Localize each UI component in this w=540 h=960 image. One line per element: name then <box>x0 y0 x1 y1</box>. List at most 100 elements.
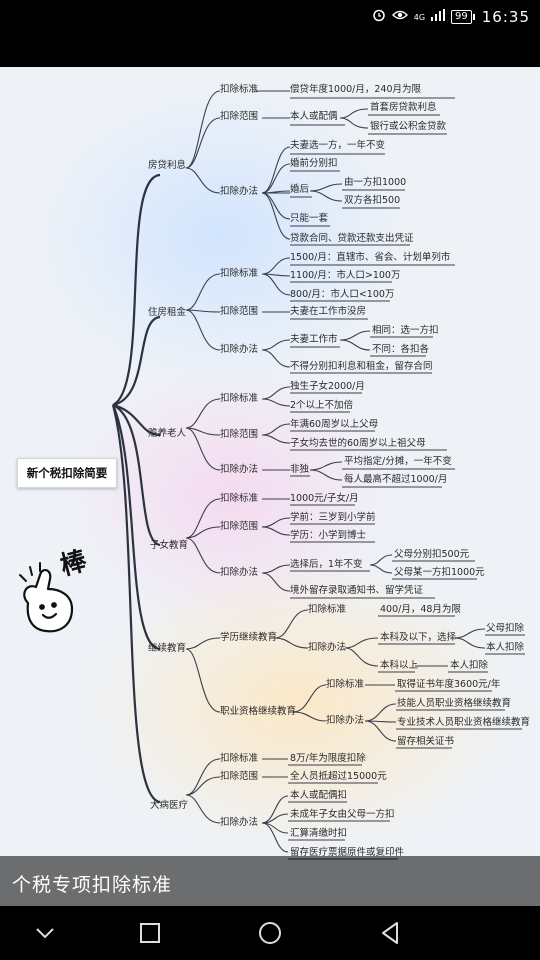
children-m2: 境外留存录取通知书、留学凭证 <box>290 585 424 596</box>
label-method: 扣除办法 <box>220 567 259 578</box>
label-std: 扣除标准 <box>220 268 259 279</box>
video-caption: 个税专项扣除标准 <box>0 856 540 906</box>
back-button[interactable] <box>378 921 402 945</box>
label-method: 扣除办法 <box>220 464 259 475</box>
cont-p-m3: 留存相关证书 <box>397 736 455 747</box>
mindmap-lines <box>30 87 525 860</box>
status-icons: 4G 99 16:35 <box>372 8 530 26</box>
children-m1: 选择后，1年不变 <box>290 559 363 570</box>
circle-icon <box>259 922 281 944</box>
cont-e-std: 400/月，48月为限 <box>380 604 461 615</box>
label-prof-cont: 职业资格继续教育 <box>220 706 297 717</box>
label-scope: 扣除范围 <box>220 771 259 782</box>
branch-medical: 大病医疗 <box>150 800 189 811</box>
rent-m1: 夫妻工作市 <box>290 334 338 345</box>
housing-m2: 婚前分别扣 <box>290 158 338 169</box>
thumbs-up-sticker: 棒 <box>10 545 105 655</box>
cont-p-std: 取得证书年度3600元/年 <box>397 679 501 690</box>
dropdown-button[interactable] <box>33 921 57 945</box>
alarm-icon <box>372 8 386 26</box>
housing-m4: 只能一套 <box>290 213 329 224</box>
thumbs-up-icon <box>19 562 74 633</box>
children-m1a: 父母分别扣500元 <box>394 549 470 560</box>
rent-scope: 夫妻在工作市没房 <box>290 306 367 317</box>
rent-s1: 1500/月：直辖市、省会、计划单列市 <box>290 252 451 263</box>
housing-m3a: 由一方扣1000 <box>344 177 407 188</box>
label-method: 扣除办法 <box>326 715 365 726</box>
home-button[interactable] <box>258 921 282 945</box>
status-bar: 4G 99 16:35 <box>0 0 540 38</box>
rent-m1b: 不同：各扣各 <box>372 344 430 355</box>
elderly-sc2: 子女均去世的60周岁以上祖父母 <box>290 438 426 449</box>
caption-text: 个税专项扣除标准 <box>12 874 173 896</box>
branch-elderly: 赡养老人 <box>148 428 187 439</box>
elderly-m1b: 每人最高不超过1000/月 <box>344 474 448 485</box>
medical-std: 8万/年为限度扣除 <box>290 753 366 764</box>
cont-p-m1: 技能人员职业资格继续教育 <box>397 698 512 709</box>
medical-m2: 未成年子女由父母一方扣 <box>290 809 395 820</box>
label-scope: 扣除范围 <box>220 429 259 440</box>
branch-housing-loan: 房贷利息 <box>148 160 187 171</box>
chevron-down-icon <box>36 928 54 939</box>
housing-std: 偿贷年度1000/月，240月为限 <box>290 84 422 95</box>
branch-continuing: 继续教育 <box>148 643 187 654</box>
branch-rent: 住房租金 <box>148 307 187 318</box>
label-std: 扣除标准 <box>220 493 259 504</box>
housing-scope-1: 首套房贷款利息 <box>370 102 437 113</box>
rent-s2: 1100/月：市人口>100万 <box>290 270 401 281</box>
navigation-bar <box>0 906 540 960</box>
label-std: 扣除标准 <box>308 604 347 615</box>
rent-s3: 800/月：市人口<100万 <box>290 289 395 300</box>
label-std: 扣除标准 <box>220 753 259 764</box>
mindmap-root: 新个税扣除简要 <box>17 458 117 488</box>
rent-m2: 不得分别扣利息和租金，留存合同 <box>290 361 433 372</box>
cont-e-m2: 本科以上 <box>380 660 419 671</box>
children-m1b: 父母某一方扣1000元 <box>394 567 485 578</box>
label-scope: 扣除范围 <box>220 521 259 532</box>
medical-scope: 全人员抵超过15000元 <box>290 771 387 782</box>
label-std: 扣除标准 <box>220 84 259 95</box>
elderly-s2: 2个以上不加倍 <box>290 400 354 411</box>
children-sc2: 学历：小学到博士 <box>290 530 367 541</box>
housing-m1: 夫妻选一方，一年不变 <box>290 140 386 151</box>
label-std: 扣除标准 <box>220 393 259 404</box>
cont-p-m2: 专业技术人员职业资格继续教育 <box>397 717 531 728</box>
back-triangle-icon <box>382 922 398 944</box>
recents-button[interactable] <box>138 921 162 945</box>
housing-scope: 本人或配偶 <box>290 111 338 122</box>
children-std: 1000元/子女/月 <box>290 493 359 504</box>
square-icon <box>140 923 160 943</box>
label-method: 扣除办法 <box>220 186 259 197</box>
label-edu-cont: 学历继续教育 <box>220 632 278 643</box>
clock: 16:35 <box>481 8 530 26</box>
housing-m3b: 双方各扣500 <box>344 195 401 206</box>
network-type: 4G <box>413 12 426 22</box>
medical-m4: 留存医疗票据原件或复印件 <box>290 847 405 858</box>
label-method: 扣除办法 <box>308 642 347 653</box>
elderly-m1a: 平均指定/分摊，一年不变 <box>344 456 452 467</box>
signal-icon <box>431 9 446 25</box>
label-scope: 扣除范围 <box>220 306 259 317</box>
housing-m5: 贷款合同、贷款还款支出凭证 <box>290 233 414 244</box>
cont-e-m2a: 本人扣除 <box>450 660 489 671</box>
medical-m3: 汇算清缴时扣 <box>290 828 348 839</box>
label-method: 扣除办法 <box>220 344 259 355</box>
elderly-s1: 独生子女2000/月 <box>290 381 365 392</box>
label-scope: 扣除范围 <box>220 111 259 122</box>
elderly-m1: 非独 <box>290 464 310 475</box>
battery-icon: 99 <box>451 10 475 24</box>
cont-e-m1: 本科及以下，选择 <box>380 632 457 643</box>
branch-children: 子女教育 <box>150 540 189 551</box>
label-method: 扣除办法 <box>220 817 259 828</box>
cont-e-m1a: 父母扣除 <box>486 623 525 634</box>
mindmap-image: 新个税扣除简要 房贷利息 住房租金 赡养老人 子女教育 继续教育 大病医疗 扣除… <box>0 67 540 907</box>
rent-m1a: 相同：选一方扣 <box>372 325 439 336</box>
elderly-sc1: 年满60周岁以上父母 <box>290 419 379 430</box>
housing-m3: 婚后 <box>290 184 310 195</box>
label-std: 扣除标准 <box>326 679 365 690</box>
children-sc1: 学前：三岁到小学前 <box>290 512 376 523</box>
cont-e-m1b: 本人扣除 <box>486 642 525 653</box>
medical-m1: 本人或配偶扣 <box>290 790 348 801</box>
housing-scope-2: 银行或公积金贷款 <box>370 121 447 132</box>
eye-icon <box>391 9 408 25</box>
